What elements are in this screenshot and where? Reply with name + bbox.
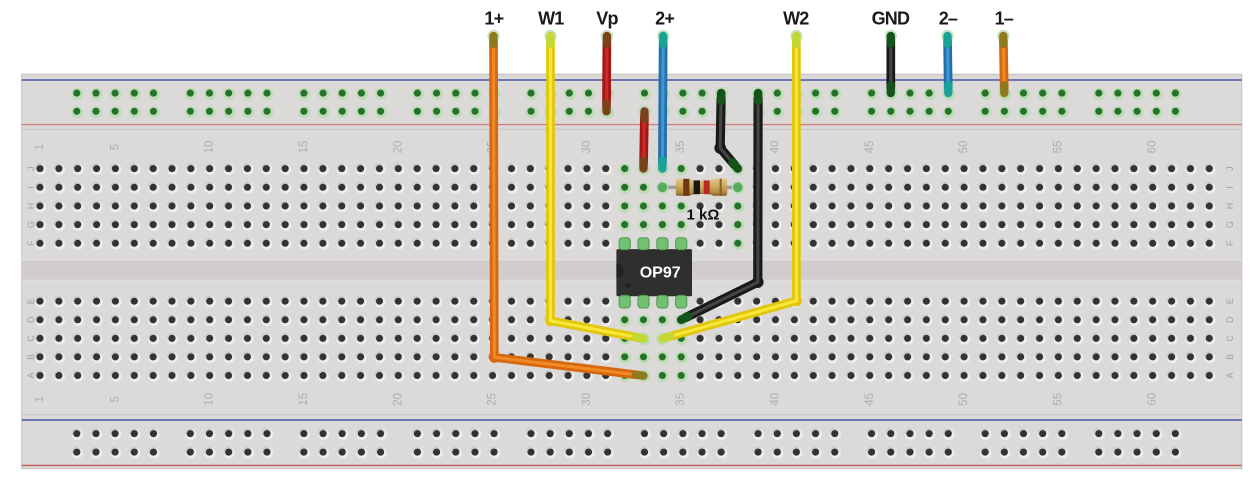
svg-text:B: B bbox=[26, 354, 36, 360]
svg-text:A: A bbox=[1225, 372, 1235, 378]
svg-text:40: 40 bbox=[770, 393, 782, 406]
svg-text:OP97: OP97 bbox=[640, 264, 681, 281]
svg-text:D: D bbox=[26, 316, 36, 323]
svg-text:40: 40 bbox=[770, 141, 782, 154]
svg-text:20: 20 bbox=[392, 141, 404, 154]
svg-text:5: 5 bbox=[109, 396, 121, 402]
svg-text:55: 55 bbox=[1052, 141, 1064, 154]
svg-text:55: 55 bbox=[1052, 393, 1064, 406]
svg-text:60: 60 bbox=[1147, 393, 1159, 406]
svg-text:I: I bbox=[26, 186, 36, 189]
svg-text:5: 5 bbox=[109, 144, 121, 150]
svg-text:10: 10 bbox=[204, 393, 216, 406]
svg-text:35: 35 bbox=[675, 141, 687, 154]
svg-text:20: 20 bbox=[392, 393, 404, 406]
svg-text:E: E bbox=[1225, 298, 1235, 304]
svg-text:F: F bbox=[1225, 240, 1235, 246]
svg-text:10: 10 bbox=[204, 141, 216, 154]
svg-text:F: F bbox=[26, 240, 36, 246]
svg-text:H: H bbox=[26, 203, 36, 210]
svg-text:J: J bbox=[26, 166, 36, 171]
svg-text:45: 45 bbox=[864, 141, 876, 154]
svg-text:B: B bbox=[1225, 354, 1235, 360]
svg-text:50: 50 bbox=[958, 393, 970, 406]
svg-text:W1: W1 bbox=[538, 9, 564, 29]
svg-text:2+: 2+ bbox=[655, 9, 674, 29]
svg-text:I: I bbox=[1225, 186, 1235, 189]
svg-text:2–: 2– bbox=[939, 9, 958, 29]
svg-text:25: 25 bbox=[487, 393, 499, 406]
svg-text:30: 30 bbox=[581, 393, 593, 406]
svg-text:D: D bbox=[1225, 316, 1235, 323]
svg-text:15: 15 bbox=[298, 141, 310, 154]
svg-text:60: 60 bbox=[1147, 141, 1159, 154]
svg-text:A: A bbox=[26, 372, 36, 378]
svg-text:1: 1 bbox=[34, 396, 46, 402]
svg-text:1–: 1– bbox=[995, 9, 1014, 29]
svg-text:35: 35 bbox=[675, 393, 687, 406]
svg-text:E: E bbox=[26, 298, 36, 304]
svg-text:45: 45 bbox=[864, 393, 876, 406]
svg-text:W2: W2 bbox=[783, 9, 809, 29]
svg-text:C: C bbox=[26, 335, 36, 342]
svg-text:J: J bbox=[1225, 166, 1235, 171]
svg-text:GND: GND bbox=[872, 9, 910, 29]
svg-text:1 kΩ: 1 kΩ bbox=[687, 206, 720, 223]
svg-text:G: G bbox=[1225, 221, 1235, 228]
svg-text:Vp: Vp bbox=[596, 9, 618, 29]
svg-text:15: 15 bbox=[298, 393, 310, 406]
svg-text:G: G bbox=[26, 221, 36, 228]
svg-text:C: C bbox=[1225, 335, 1235, 342]
svg-text:50: 50 bbox=[958, 141, 970, 154]
svg-text:H: H bbox=[1225, 203, 1235, 210]
svg-text:1+: 1+ bbox=[484, 9, 503, 29]
svg-text:30: 30 bbox=[581, 141, 593, 154]
svg-text:1: 1 bbox=[34, 144, 46, 150]
